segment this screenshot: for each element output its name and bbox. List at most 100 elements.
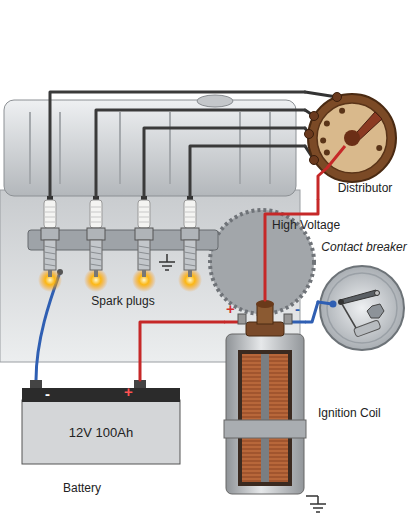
coil-lead-stub bbox=[224, 321, 238, 324]
breaker-terminal bbox=[330, 301, 337, 308]
contact-breaker-shape bbox=[318, 240, 410, 352]
plug-electrode bbox=[94, 270, 98, 277]
thread-line bbox=[138, 252, 150, 254]
cover-rib bbox=[269, 112, 271, 184]
ground-bar bbox=[162, 265, 172, 267]
battery-rating: 12V 100Ah bbox=[22, 425, 180, 440]
insulator-rib bbox=[90, 212, 102, 213]
plug-thread bbox=[90, 240, 102, 270]
coil-terminal bbox=[238, 314, 246, 324]
plug-thread bbox=[184, 240, 196, 270]
thread-line bbox=[184, 246, 196, 248]
ground-stem bbox=[317, 496, 319, 504]
cover-rib bbox=[239, 112, 241, 184]
plug-hex bbox=[135, 228, 153, 240]
ground-stem bbox=[166, 254, 168, 262]
cap-contact bbox=[320, 138, 326, 144]
breaker-cam bbox=[367, 304, 384, 318]
insulator-rib bbox=[184, 222, 196, 223]
plug-insulator bbox=[138, 200, 150, 228]
iron-core bbox=[261, 354, 269, 482]
mounting-clamp bbox=[224, 420, 306, 438]
cover-rib bbox=[119, 112, 121, 184]
contact-arm bbox=[340, 290, 378, 304]
distributor: Distributor bbox=[305, 84, 405, 200]
insulator-rib bbox=[90, 222, 102, 223]
insulator-rib bbox=[184, 217, 196, 218]
ground-bar bbox=[316, 511, 320, 513]
ignition-coil: Ignition Coil bbox=[224, 300, 306, 500]
breaker-wire bbox=[306, 302, 318, 322]
part-label: Distributor bbox=[325, 181, 405, 196]
cap-contact bbox=[324, 121, 330, 127]
spark-glow bbox=[132, 268, 156, 292]
thread-line bbox=[90, 246, 102, 248]
insulator-rib bbox=[184, 207, 196, 208]
insulator-rib bbox=[184, 212, 196, 213]
polarity-sign: + bbox=[226, 301, 235, 316]
cap-interior bbox=[317, 103, 387, 173]
condenser bbox=[353, 320, 381, 337]
polarity-sign: + bbox=[124, 384, 133, 399]
thread-line bbox=[44, 258, 56, 260]
insulator-rib bbox=[138, 222, 150, 223]
cap-terminal bbox=[333, 93, 342, 102]
ground-symbol bbox=[310, 496, 326, 512]
plug-electrode bbox=[188, 270, 192, 277]
coil-lead-stub bbox=[292, 321, 306, 324]
thread-line bbox=[44, 264, 56, 266]
polarity-sign: - bbox=[295, 301, 300, 316]
cap-terminal bbox=[305, 130, 314, 139]
coil-terminal bbox=[284, 314, 292, 324]
spark-plugs: Spark plugs bbox=[28, 196, 218, 314]
ground-lead bbox=[306, 495, 318, 497]
coil-cutaway bbox=[238, 350, 292, 486]
high-voltage-lead bbox=[265, 200, 318, 300]
cap-terminal bbox=[310, 156, 319, 165]
plug-insulator bbox=[90, 200, 102, 228]
cover-rib bbox=[169, 112, 171, 184]
thread-line bbox=[184, 258, 196, 260]
thread-line bbox=[184, 252, 196, 254]
thread-line bbox=[90, 264, 102, 266]
thread-line bbox=[90, 252, 102, 254]
battery-terminal bbox=[134, 380, 146, 389]
thread-line bbox=[44, 252, 56, 254]
ground-symbol bbox=[159, 254, 175, 270]
ground-bar bbox=[313, 507, 323, 509]
plug-hex bbox=[181, 228, 199, 240]
plug-hex bbox=[87, 228, 105, 240]
part-label: Ignition Coil bbox=[318, 406, 408, 421]
wire-label: High Voltage bbox=[272, 218, 340, 233]
insulator-rib bbox=[44, 212, 56, 213]
cover-ribs bbox=[30, 112, 270, 184]
cap-terminal bbox=[310, 112, 319, 121]
spark-glow bbox=[84, 268, 108, 292]
tower-top bbox=[256, 300, 274, 308]
ignition-coil-shape bbox=[224, 300, 306, 500]
cap-contact bbox=[339, 108, 345, 114]
coil-can bbox=[226, 334, 304, 494]
cover-rib bbox=[59, 112, 61, 184]
arm-pivot bbox=[338, 299, 344, 305]
insulator-rib bbox=[90, 207, 102, 208]
condenser-lead bbox=[342, 304, 356, 328]
insulator-rib bbox=[138, 212, 150, 213]
insulator-rib bbox=[44, 207, 56, 208]
thread-line bbox=[90, 258, 102, 260]
ground-bar bbox=[159, 261, 175, 263]
spark-glow bbox=[38, 268, 62, 292]
cover-rib bbox=[29, 112, 31, 184]
insulator-rib bbox=[44, 222, 56, 223]
distributor-cap bbox=[308, 94, 396, 182]
insulator-rib bbox=[138, 207, 150, 208]
cap-contact bbox=[324, 150, 330, 156]
battery-positive-wire bbox=[140, 322, 224, 380]
breaker-plate bbox=[320, 266, 404, 350]
ground-bar bbox=[165, 269, 169, 271]
plug-thread bbox=[138, 240, 150, 270]
insulator-rib bbox=[138, 217, 150, 218]
plug-insulator bbox=[44, 200, 56, 228]
filler-cap bbox=[197, 95, 233, 107]
